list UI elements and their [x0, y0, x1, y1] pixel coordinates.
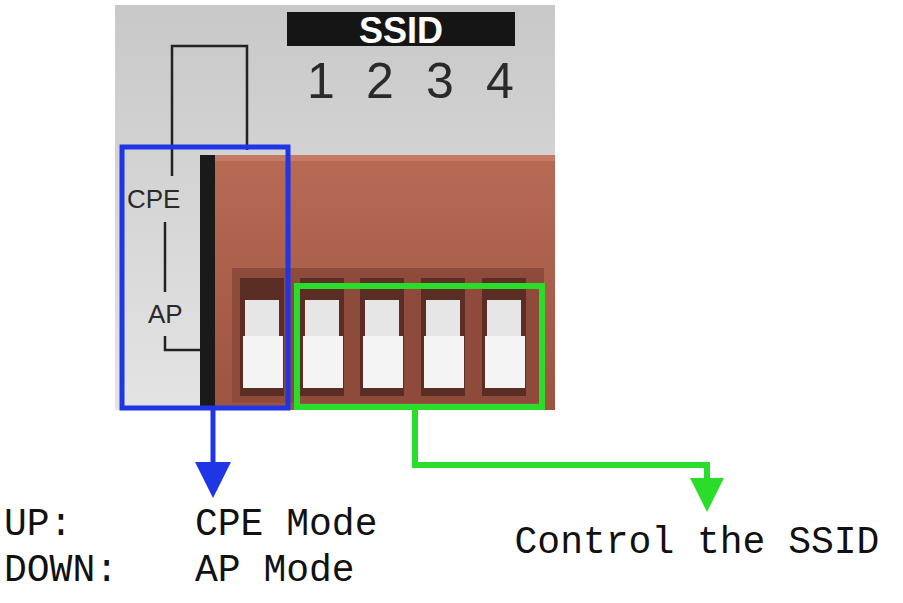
- switch-number: 3: [426, 56, 454, 106]
- switch-number: 1: [307, 56, 335, 106]
- mode-highlight-box: [122, 147, 288, 408]
- mode-description: CPE Mode: [195, 506, 377, 544]
- ssid-heading: SSID: [359, 13, 443, 49]
- ssid-highlight-box: [297, 286, 542, 407]
- ssid-arrow: [415, 410, 724, 512]
- switch-housing: [200, 155, 555, 410]
- mode-label: AP: [148, 301, 183, 327]
- mode-arrow: [195, 410, 231, 498]
- housing-edge: [200, 155, 555, 161]
- position-label: UP:: [4, 506, 72, 544]
- photo-ground: [115, 5, 555, 410]
- switch-levers: [240, 278, 526, 396]
- housing-shadow: [200, 155, 215, 410]
- mode-label: CPE: [127, 186, 180, 212]
- switch-number: 4: [486, 56, 514, 106]
- ssid-description: Control the SSID: [515, 524, 880, 562]
- mode-description: AP Mode: [195, 552, 355, 590]
- position-label: DOWN:: [4, 552, 118, 590]
- switch-number: 2: [366, 56, 394, 106]
